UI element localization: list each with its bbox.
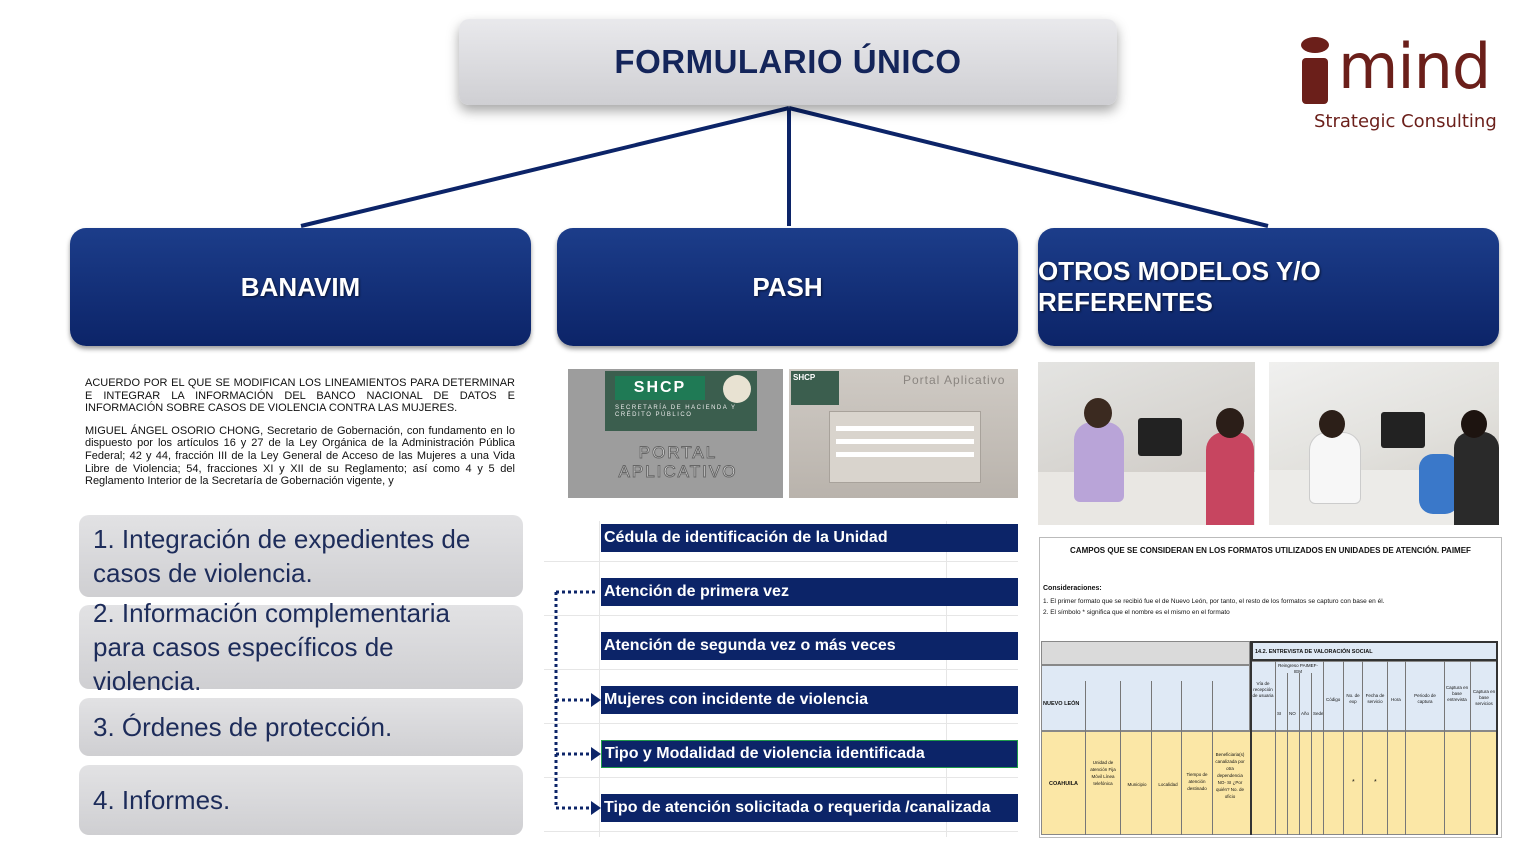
shcp-banner: SHCP SECRETARÍA DE HACIENDA Y CRÉDITO PÚ… (605, 371, 757, 431)
paimef-title: CAMPOS QUE SE CONSIDERAN EN LOS FORMATOS… (1070, 546, 1471, 555)
col-header: Vía de recepción de usuaria (1252, 681, 1274, 698)
banavim-document-excerpt: ACUERDO POR EL QUE SE MODIFICAN LOS LINE… (85, 377, 515, 498)
col-header: Captura en base entrevista (1445, 685, 1469, 702)
logo-mark (1300, 36, 1330, 106)
shcp-subtitle: SECRETARÍA DE HACIENDA Y CRÉDITO PÚBLICO (615, 405, 737, 418)
otros-box: OTROS MODELOS Y/O REFERENTES (1038, 228, 1499, 346)
child-figure (1419, 454, 1459, 514)
portal-aplicativo-text: PORTAL APLICATIVO (618, 443, 738, 482)
photo-attention-2 (1269, 362, 1499, 525)
consideration-item: 1. El primer formato que se recibió fue … (1043, 598, 1385, 605)
pash-row-6: Tipo de atención solicitada o requerida … (601, 794, 1018, 822)
photo-attention-1 (1038, 362, 1255, 525)
col-header: Año (1301, 711, 1310, 716)
portal-screenshot-image: SHCP Portal Aplicativo (789, 369, 1018, 498)
arrow-icon (591, 693, 601, 707)
otros-label: OTROS MODELOS Y/O REFERENTES (1038, 256, 1321, 317)
state-coahuila: COAHUILA (1049, 781, 1079, 787)
pash-row-4: Mujeres con incidente de violencia (601, 686, 1018, 714)
same-name-mark: * (1374, 779, 1377, 786)
same-name-mark: * (1352, 779, 1355, 786)
pash-box: PASH (557, 228, 1018, 346)
paimef-table-image: CAMPOS QUE SE CONSIDERAN EN LOS FORMATOS… (1039, 537, 1502, 838)
pash-row-1: Cédula de identificación de la Unidad (601, 524, 1018, 552)
staff-figure (1309, 432, 1361, 504)
client-figure (1454, 432, 1499, 525)
staff-figure (1074, 422, 1124, 502)
coahuila-cell: Beneficiaria(s) canalizada por otra depe… (1215, 752, 1245, 799)
pash-row-label: Tipo de atención solicitada o requerida … (604, 799, 991, 816)
monitor-graphic (1381, 412, 1425, 448)
col-header: Captura en base servicios (1472, 689, 1496, 706)
title-box: FORMULARIO ÚNICO (459, 19, 1117, 105)
banavim-item-label: 3. Órdenes de protección. (93, 712, 393, 742)
considerations-list: 1. El primer formato que se recibió fue … (1043, 596, 1498, 618)
pash-row-5: Tipo y Modalidad de violencia identifica… (601, 740, 1018, 768)
banavim-item-label: 1. Integración de expedientes de casos d… (93, 524, 471, 588)
login-form-graphic (829, 411, 981, 483)
arrow-icon (591, 747, 601, 761)
consideration-item: 2. El símbolo * significa que el nombre … (1043, 609, 1230, 616)
logo-wordmark: mind (1338, 30, 1491, 103)
shcp-portal-image: SHCP SECRETARÍA DE HACIENDA Y CRÉDITO PÚ… (568, 369, 783, 498)
col-header: Hora (1391, 697, 1401, 702)
col-header: No. de exp (1346, 693, 1360, 704)
shcp-logo: SHCP (615, 376, 705, 400)
pash-row-label: Mujeres con incidente de violencia (604, 691, 869, 708)
banavim-box: BANAVIM (70, 228, 531, 346)
pash-row-2: Atención de primera vez (601, 578, 1018, 606)
arrow-icon (591, 801, 601, 815)
pash-row-label: Tipo y Modalidad de violencia identifica… (605, 745, 925, 762)
state-nuevo-leon: NUEVO LEÓN (1043, 701, 1080, 707)
col-header: Reingreso PAIMEF-IEM (1278, 663, 1318, 674)
coahuila-cell: Tiempo de atención destinado (1186, 772, 1208, 791)
banavim-item-1: 1. Integración de expedientes de casos d… (79, 515, 523, 597)
pash-row-3: Atención de segunda vez o más veces (601, 632, 1018, 660)
col-header: Código (1326, 697, 1341, 702)
banavim-label: BANAVIM (240, 271, 361, 302)
col-header: Periodo de captura (1414, 693, 1436, 704)
considerations-label: Consideraciones: (1043, 585, 1102, 592)
banavim-item-4: 4. Informes. (79, 765, 523, 835)
pash-row-label: Cédula de identificación de la Unidad (604, 529, 888, 546)
col-header: SI (1277, 711, 1282, 716)
portal-screen-logo: SHCP (793, 373, 816, 382)
portal-screen-title: Portal Aplicativo (903, 373, 1006, 387)
coahuila-cell: Localidad (1158, 782, 1178, 787)
document-body: MIGUEL ÁNGEL OSORIO CHONG, Secretario de… (85, 424, 515, 488)
pash-row-label: Atención de segunda vez o más veces (604, 637, 896, 654)
document-heading: ACUERDO POR EL QUE SE MODIFICAN LOS LINE… (85, 377, 515, 415)
portal-screen-header: SHCP (791, 371, 839, 405)
paimef-grid: 14.2. ENTREVISTA DE VALORACIÓN SOCIAL NU… (1041, 641, 1498, 835)
logo-tagline: Strategic Consulting (1314, 111, 1497, 132)
coahuila-cell: Municipio (1127, 782, 1147, 787)
pash-row-label: Atención de primera vez (604, 583, 789, 600)
page-title: FORMULARIO ÚNICO (614, 43, 962, 80)
pash-grid (544, 521, 1018, 837)
logo-i-icon (1301, 37, 1329, 104)
col-header: NO (1289, 711, 1296, 716)
banavim-item-2: 2. Información complementaria para casos… (79, 598, 523, 696)
col-header: Fecha de servicio (1365, 693, 1385, 704)
pash-label: PASH (752, 271, 823, 302)
client-figure (1206, 432, 1254, 525)
mexico-seal-icon (723, 375, 751, 403)
banavim-item-label: 4. Informes. (93, 785, 231, 815)
section-header: 14.2. ENTREVISTA DE VALORACIÓN SOCIAL (1251, 641, 1498, 661)
coahuila-cell: Unidad de atención Fija Móvil Línea tele… (1090, 760, 1116, 786)
dotted-arrows (554, 590, 601, 815)
col-header: Sede (1313, 711, 1324, 716)
banavim-item-3: 3. Órdenes de protección. (79, 698, 523, 756)
monitor-graphic (1138, 418, 1182, 456)
banavim-item-label: 2. Información complementaria para casos… (93, 598, 450, 696)
